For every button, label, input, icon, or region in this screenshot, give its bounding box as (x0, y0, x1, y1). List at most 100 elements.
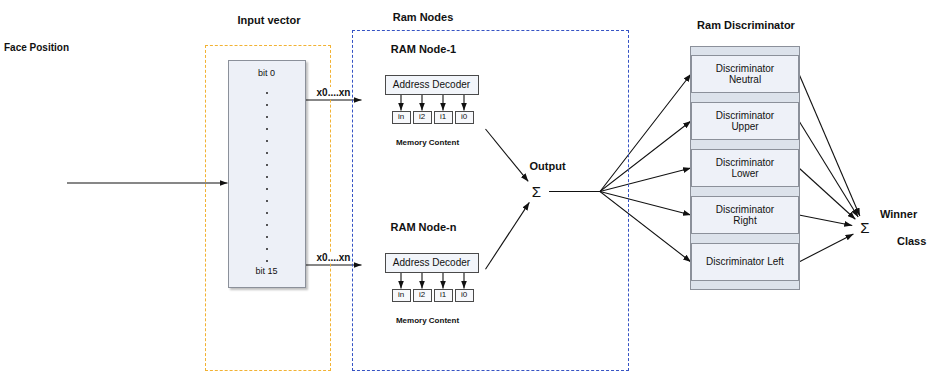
text-slot: i2 (414, 112, 431, 123)
connector-arrow (799, 74, 860, 216)
text-slot: Memory Content (370, 137, 486, 149)
address-decoder: Address Decoder (385, 253, 479, 273)
heading-label: Ram Discriminator (697, 19, 795, 32)
face-photo: Face Position (5, 62, 67, 226)
box-label: Address Decoder (393, 257, 470, 269)
connector-arrow (550, 192, 692, 216)
box-label: i0 (461, 290, 467, 299)
discriminator-box: Discriminator Lower (691, 149, 799, 187)
output-label: Class (897, 235, 926, 248)
connector-arrow (799, 121, 858, 217)
discriminator-box: Discriminator Neutral (691, 55, 799, 93)
edge-label-slot: x0....xn (315, 87, 353, 99)
input-vector-region: bit 0bit 15Input vector (205, 45, 331, 371)
address-decoder: Address Decoder (385, 75, 479, 95)
text-slot: Σ (524, 179, 550, 205)
box-label: Discriminator Left (706, 256, 784, 268)
discriminator-column: Discriminator NeutralDiscriminator Upper… (690, 46, 800, 290)
box-label: i1 (440, 290, 446, 299)
box-label: i2 (419, 290, 425, 299)
box-label: Discriminator Neutral (705, 63, 785, 86)
text-slot: Address Decoder (386, 254, 478, 272)
connector-arrow (400, 95, 401, 111)
connector-arrow (67, 182, 228, 183)
connector-arrow (550, 74, 692, 192)
text-slot: in (393, 112, 410, 123)
heading-label: Ram Nodes (393, 11, 454, 24)
connector-arrow (442, 95, 443, 111)
text-slot: RAM Node-1 (362, 42, 486, 58)
text-slot: i2 (414, 290, 431, 301)
box-label: Discriminator Upper (705, 110, 785, 133)
label-slot: Class (897, 234, 943, 248)
sum-symbol: Σ (860, 219, 869, 236)
memory-cell: in (392, 289, 411, 302)
connector-arrow (550, 192, 692, 263)
connector-arrow (400, 273, 401, 289)
text-slot: Discriminator Right (692, 197, 798, 233)
bit-label: bit 15 (255, 266, 277, 276)
photo-shape (5, 62, 67, 226)
winner-arrow (879, 227, 940, 228)
text-slot: Ram Discriminator (666, 17, 826, 33)
discriminator-box: Discriminator Upper (691, 102, 799, 140)
signal-label: x0....xn (315, 87, 353, 99)
box-label: Address Decoder (393, 79, 470, 91)
bit-vector-box: bit 0 bit 15 (228, 60, 306, 288)
heading-label: RAM Node-n (391, 221, 457, 234)
text-slot: Discriminator Neutral (692, 56, 798, 92)
box-label: i0 (461, 112, 467, 121)
text-slot: bit 0 (229, 67, 305, 81)
sum-circle: OutputΣ (524, 179, 550, 205)
heading-label: Input vector (238, 14, 301, 27)
text-slot: Memory Content (370, 315, 486, 327)
box-label: Discriminator Lower (705, 157, 785, 180)
memory-cell: i0 (455, 111, 474, 124)
bit-label: bit 0 (258, 68, 275, 78)
output-label: Winner (880, 208, 917, 221)
text-slot: Input vector (196, 12, 342, 28)
sum-circle: Σ (852, 215, 878, 241)
text-slot: Discriminator Lower (692, 150, 798, 186)
memory-cell: i2 (413, 111, 432, 124)
connector-arrow (463, 95, 464, 111)
connector-arrow (306, 264, 362, 265)
connector-arrow (486, 129, 529, 181)
heading-label: RAM Node-1 (391, 43, 456, 56)
connector-arrow (421, 95, 422, 111)
box-label: in (398, 290, 404, 299)
memory-cell: i1 (434, 289, 453, 302)
text-slot: i0 (456, 290, 473, 301)
connector-arrow (306, 99, 362, 100)
box-label: i2 (419, 112, 425, 121)
memory-cell: i0 (455, 289, 474, 302)
memory-cell: in (392, 111, 411, 124)
connector-arrow (442, 273, 443, 289)
connector-arrow (799, 234, 853, 262)
text-slot: Output (530, 160, 590, 174)
ellipsis-dashed-line (398, 158, 399, 213)
text-slot: Face Position (4, 40, 94, 56)
sum-symbol: Σ (532, 183, 541, 200)
connector-arrow (799, 215, 852, 225)
ram-nodes-region: Address Decoder in i2 i1 i0 RAM Node-1Memory … (352, 30, 629, 371)
box-label: i1 (440, 112, 446, 121)
text-slot: i1 (435, 112, 452, 123)
text-slot: i1 (435, 290, 452, 301)
text-slot: bit 15 (229, 265, 305, 279)
memory-cell: i1 (434, 111, 453, 124)
box-label: in (398, 112, 404, 121)
ram-node: Address Decoderini2i1i0RAM Node-1Memory … (362, 62, 486, 152)
text-slot: Discriminator Left (692, 244, 798, 280)
heading-label: Output (530, 160, 566, 173)
label-slot: Winner (880, 207, 940, 221)
connector-arrow (550, 121, 692, 192)
text-slot: Ram Nodes (363, 9, 483, 25)
discriminator-box: Discriminator Right (691, 196, 799, 234)
memory-label: Memory Content (396, 138, 459, 147)
ram-node: Address Decoderini2i1i0RAM Node-nMemory … (362, 240, 486, 330)
connector-arrow (463, 273, 464, 289)
